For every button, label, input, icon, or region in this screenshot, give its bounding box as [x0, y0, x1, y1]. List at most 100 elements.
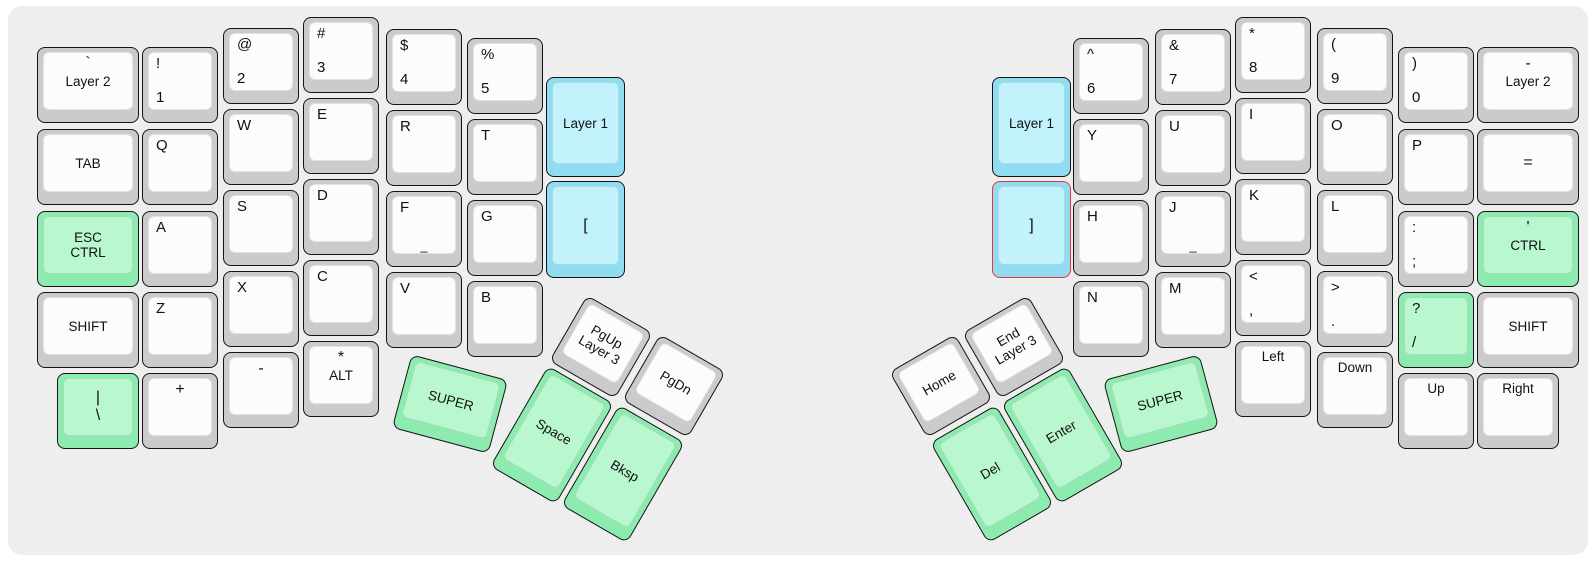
key-legend-center: |\	[64, 379, 132, 435]
keycap-surface: J_	[1161, 196, 1225, 254]
key-legend: SUPER	[1135, 386, 1185, 414]
keycap-surface: E	[309, 103, 373, 161]
key-legend: J	[1169, 199, 1177, 216]
key-legend: H	[1087, 208, 1098, 225]
key-j[interactable]: J_	[1155, 191, 1231, 267]
keycap-surface: -	[229, 357, 293, 415]
key-minus-layer2[interactable]: -Layer 2	[1477, 47, 1579, 123]
key-down-arrow[interactable]: Down	[1317, 352, 1393, 428]
key-legend-center: SUPER	[402, 362, 500, 438]
key-legend: (	[1331, 36, 1336, 53]
key-shift-right[interactable]: SHIFT	[1477, 292, 1579, 368]
key-6[interactable]: ^6	[1073, 38, 1149, 114]
key-a[interactable]: A	[142, 211, 218, 287]
key-legend: ,	[1249, 302, 1254, 320]
key-7[interactable]: &7	[1155, 29, 1231, 105]
key-legend: Bksp	[608, 456, 642, 485]
key-s[interactable]: S	[223, 190, 299, 266]
key-2[interactable]: @2	[223, 28, 299, 104]
key-tab[interactable]: TAB	[37, 129, 139, 205]
key-g[interactable]: G	[467, 200, 543, 276]
keycap-surface: Layer 1	[998, 82, 1065, 164]
key-o[interactable]: O	[1317, 109, 1393, 185]
key-k[interactable]: K	[1235, 179, 1311, 255]
key-slash[interactable]: ?/	[1398, 292, 1474, 368]
key-rbracket[interactable]: ]	[992, 181, 1071, 278]
keycap-surface: C	[309, 265, 373, 323]
key-d[interactable]: D	[303, 179, 379, 255]
key-layer1-left[interactable]: Layer 1	[546, 77, 625, 177]
key-star-alt[interactable]: *ALT	[303, 341, 379, 417]
key-e[interactable]: E	[303, 98, 379, 174]
key-4[interactable]: $4	[386, 29, 462, 105]
key-legend: `	[85, 55, 91, 72]
key-left-arrow[interactable]: Left	[1235, 341, 1311, 417]
key-legend: SHIFT	[1508, 318, 1548, 334]
key-legend: ^	[1087, 46, 1095, 63]
key-equals[interactable]: =	[1477, 129, 1579, 205]
key-y[interactable]: Y	[1073, 119, 1149, 195]
key-f[interactable]: F_	[386, 191, 462, 267]
key-right-arrow[interactable]: Right	[1477, 373, 1559, 449]
keycap-surface: ^6	[1079, 43, 1143, 101]
key-quote-ctrl[interactable]: 'CTRL	[1477, 211, 1579, 287]
key-plus[interactable]: +	[142, 373, 218, 449]
key-q[interactable]: Q	[142, 129, 218, 205]
key-u[interactable]: U	[1155, 110, 1231, 186]
key-5[interactable]: %5	[467, 38, 543, 114]
key-legend: K	[1249, 187, 1260, 204]
key-legend: !	[156, 55, 161, 72]
key-minus-left[interactable]: -	[223, 352, 299, 428]
key-legend: -	[258, 360, 264, 377]
key-i[interactable]: I	[1235, 98, 1311, 174]
key-comma[interactable]: <,	[1235, 260, 1311, 336]
key-t[interactable]: T	[467, 119, 543, 195]
key-8[interactable]: *8	[1235, 17, 1311, 93]
key-pipe-backslash[interactable]: |\	[57, 373, 139, 449]
key-legend: Down	[1337, 360, 1373, 375]
keycap-surface: )0	[1404, 52, 1468, 110]
key-semicolon[interactable]: :;	[1398, 211, 1474, 287]
key-up-arrow[interactable]: Up	[1398, 373, 1474, 449]
key-x[interactable]: X	[223, 271, 299, 347]
key-z[interactable]: Z	[142, 292, 218, 368]
key-legend: %	[481, 46, 495, 63]
key-b[interactable]: B	[467, 281, 543, 357]
key-p[interactable]: P	[1398, 129, 1474, 205]
key-3[interactable]: #3	[303, 17, 379, 93]
key-legend: ;	[1412, 253, 1417, 271]
key-legend-center: Layer 1	[999, 83, 1064, 163]
key-legend: C	[317, 268, 328, 285]
key-legend: 1	[156, 89, 165, 107]
keycap-surface: F_	[392, 196, 456, 254]
key-legend: Left	[1261, 349, 1285, 364]
key-r[interactable]: R	[386, 110, 462, 186]
key-legend: L	[1331, 198, 1340, 215]
key-h[interactable]: H	[1073, 200, 1149, 276]
key-legend: :	[1412, 219, 1417, 236]
key-grave-layer2[interactable]: `Layer 2	[37, 47, 139, 123]
key-l[interactable]: L	[1317, 190, 1393, 266]
key-legend: S	[237, 198, 248, 215]
key-m[interactable]: M	[1155, 272, 1231, 348]
key-legend: 4	[400, 71, 409, 89]
key-1[interactable]: !1	[142, 47, 218, 123]
key-legend: 0	[1412, 89, 1421, 107]
key-0[interactable]: )0	[1398, 47, 1474, 123]
key-w[interactable]: W	[223, 109, 299, 185]
key-n[interactable]: N	[1073, 281, 1149, 357]
key-legend: N	[1087, 289, 1098, 306]
key-lbracket[interactable]: [	[546, 181, 625, 278]
key-legend: P	[1412, 137, 1423, 154]
key-layer1-right[interactable]: Layer 1	[992, 77, 1071, 177]
key-9[interactable]: (9	[1317, 28, 1393, 104]
key-c[interactable]: C	[303, 260, 379, 336]
key-v[interactable]: V	[386, 272, 462, 348]
key-legend: =	[1523, 154, 1533, 171]
key-legend-center: CTRL	[1484, 217, 1572, 273]
key-period[interactable]: >.	[1317, 271, 1393, 347]
keycap-surface: Right	[1483, 378, 1553, 436]
key-shift-left[interactable]: SHIFT	[37, 292, 139, 368]
